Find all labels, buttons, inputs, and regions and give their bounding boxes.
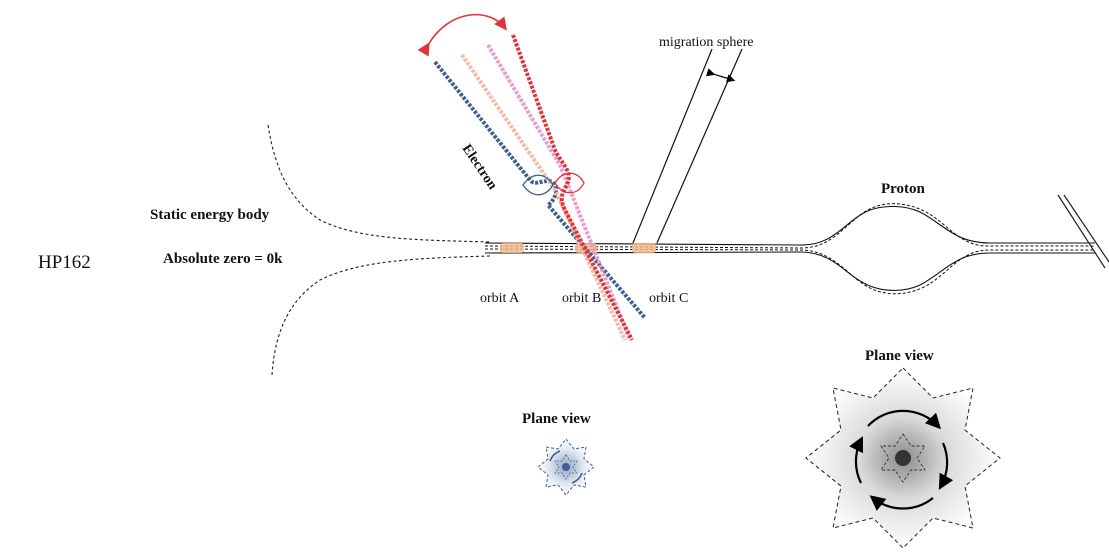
plane-view-small [537,438,595,496]
orbit-track [484,203,1095,295]
migration-sphere-arrow [706,68,736,83]
electron-paths [433,34,647,341]
static-energy-body-label: Static energy body [150,207,270,223]
electron-path-red [511,34,634,341]
electron-path-peach [460,53,627,341]
rotation-arrow [417,13,507,57]
right-boundary [1057,194,1109,269]
orbit-track-dashed-bottom [484,248,1095,295]
figure-id: HP162 [38,252,91,273]
plane-view-large-label: Plane view [865,348,934,364]
electron-loops [522,172,585,196]
orbit-track-solid-bottom [484,251,1095,291]
migration-sphere-label: migration sphere [659,35,753,50]
energy-body-lower-curve [271,255,491,376]
orbit-c-label: orbit C [649,291,688,306]
static-energy-body [267,124,491,376]
electron-path-pink [486,43,632,341]
plane-view-large [805,367,1001,549]
proton-label: Proton [881,181,926,197]
electron-path-blue [433,60,647,320]
rotation-arrow-top [867,409,942,430]
absolute-zero-label: Absolute zero = 0k [163,251,283,267]
rotation-arrow-bottom [869,495,934,511]
electron-label: Electron [459,142,500,193]
orbit-c-marker [632,243,656,253]
migration-sphere [632,48,743,244]
orbit-track-dashed-top [484,203,1095,249]
orbit-a-label: orbit A [480,291,520,306]
rotation-arrow-right [938,442,954,490]
rotation-arrow-left [849,436,863,484]
orbit-track-solid-top [484,205,1095,246]
plane-view-small-label: Plane view [522,411,591,427]
energy-body-upper-curve [267,124,491,243]
orbit-b-label: orbit B [562,291,601,306]
orbit-a-marker [500,243,524,253]
